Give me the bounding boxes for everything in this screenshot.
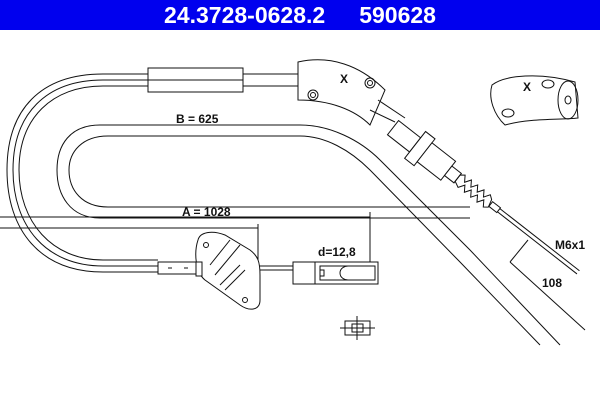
x-fitting-icon <box>297 59 406 126</box>
dimension-a-lines <box>0 212 371 265</box>
part-number: 24.3728-0628.2 <box>164 2 326 28</box>
x-marker-detail: X <box>523 80 532 94</box>
end-fitting-icon <box>292 261 379 285</box>
lower-cable <box>157 261 295 275</box>
bracket-flange-icon <box>195 231 261 310</box>
reference-number: 590628 <box>359 2 436 28</box>
dimension-b-lines <box>56 124 561 346</box>
terminal-symbol-icon <box>340 316 375 340</box>
dimension-d-label: d=12,8 <box>318 245 356 259</box>
cable-outline-icon <box>6 67 298 273</box>
end-length-label: 108 <box>542 276 563 290</box>
adjuster-icon <box>386 119 580 275</box>
x-marker-main: X <box>340 72 349 86</box>
thread-label: M6x1 <box>555 238 586 252</box>
thread-dimension <box>509 239 586 331</box>
detail-x-icon <box>490 75 579 126</box>
part-header: 24.3728-0628.2 590628 <box>0 0 600 30</box>
dimension-b-label: B = 625 <box>176 112 219 126</box>
dimension-a-label: A = 1028 <box>182 205 231 219</box>
